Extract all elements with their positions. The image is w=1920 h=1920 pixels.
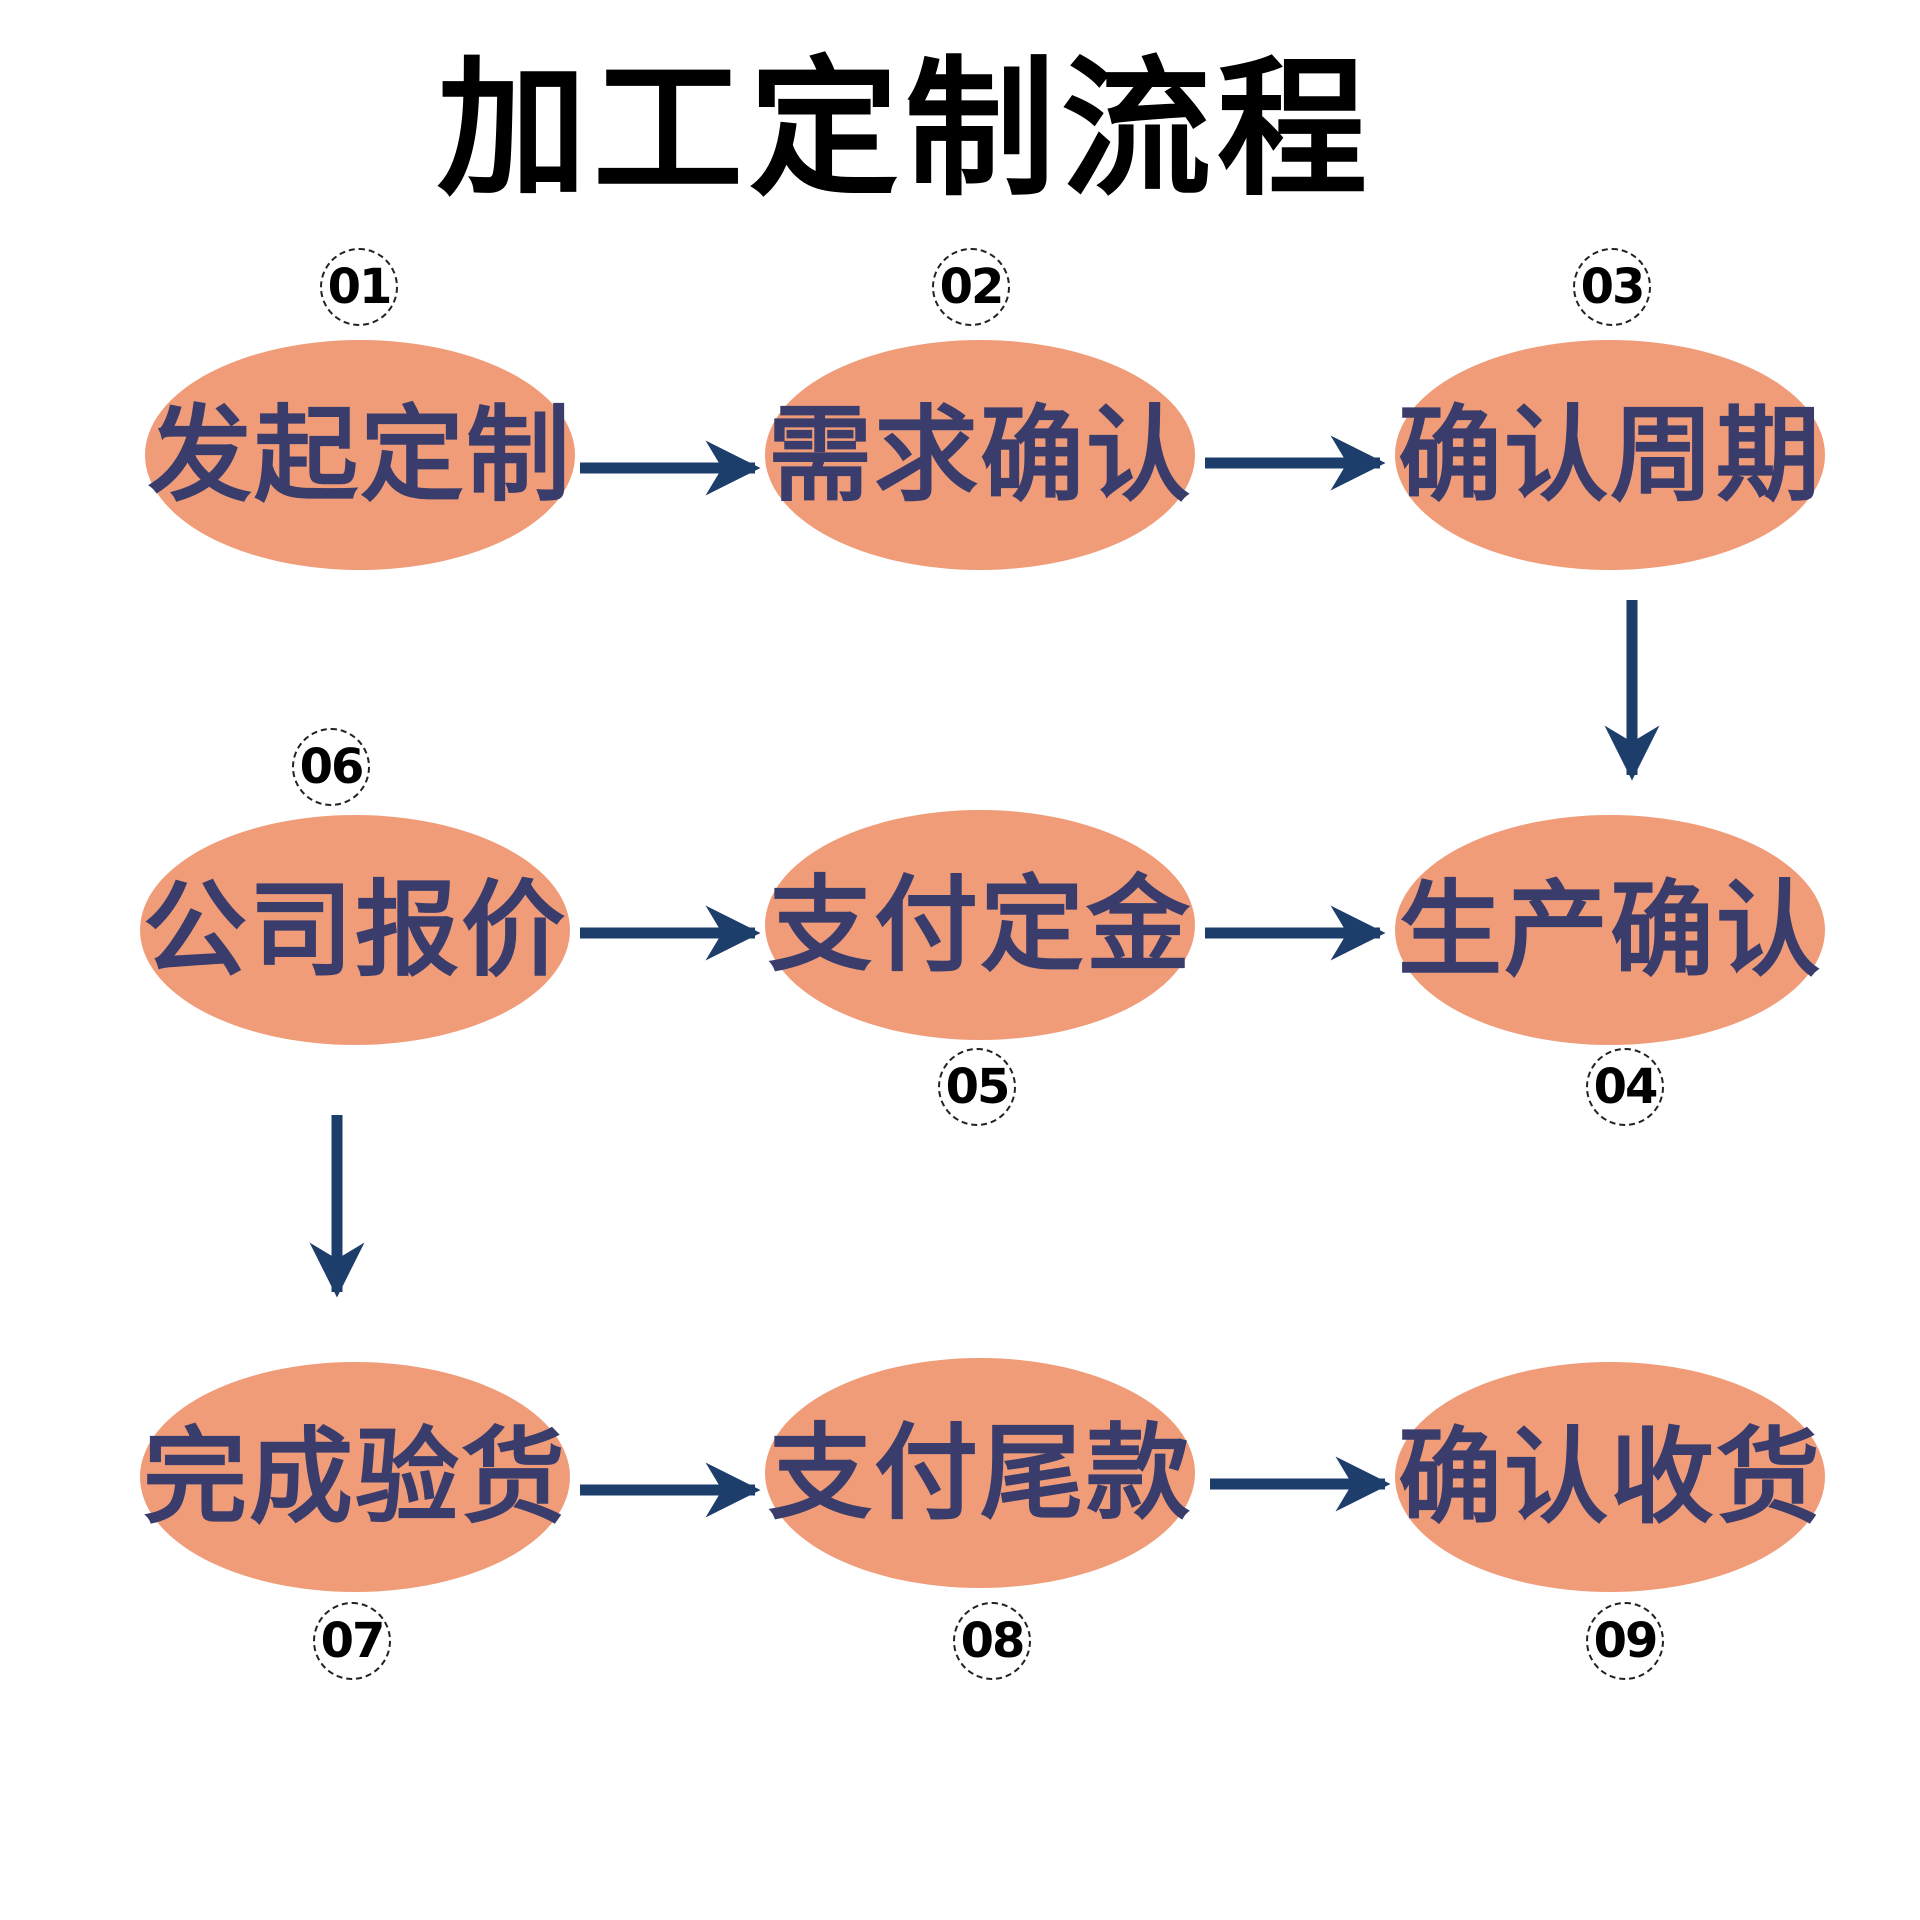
- step-label-07: 完成验货: [142, 1416, 567, 1538]
- step-node-02: 需求确认: [765, 340, 1195, 570]
- step-number-02: 02: [932, 248, 1010, 326]
- step-number-04: 04: [1586, 1048, 1664, 1126]
- step-node-09: 确认收货: [1395, 1362, 1825, 1592]
- step-number-01: 01: [320, 248, 398, 326]
- step-node-03: 确认周期: [1395, 340, 1825, 570]
- step-number-06: 06: [292, 728, 370, 806]
- step-label-02: 需求确认: [767, 394, 1192, 516]
- step-node-08: 支付尾款: [765, 1358, 1195, 1588]
- step-node-04: 生产确认: [1395, 815, 1825, 1045]
- step-number-08: 08: [953, 1602, 1031, 1680]
- step-node-05: 支付定金: [765, 810, 1195, 1040]
- step-node-06: 公司报价: [140, 815, 570, 1045]
- step-number-03: 03: [1573, 248, 1651, 326]
- step-number-07: 07: [313, 1602, 391, 1680]
- step-label-05: 支付定金: [767, 864, 1192, 986]
- step-label-09: 确认收货: [1397, 1416, 1822, 1538]
- step-number-09: 09: [1586, 1602, 1664, 1680]
- step-label-01: 发起定制: [147, 394, 572, 516]
- step-number-05: 05: [938, 1048, 1016, 1126]
- step-label-03: 确认周期: [1397, 394, 1822, 516]
- step-node-07: 完成验货: [140, 1362, 570, 1592]
- step-label-08: 支付尾款: [767, 1412, 1192, 1534]
- step-label-06: 公司报价: [142, 869, 567, 991]
- diagram-title: 加工定制流程: [436, 43, 1373, 217]
- step-label-04: 生产确认: [1397, 869, 1822, 991]
- step-node-01: 发起定制: [145, 340, 575, 570]
